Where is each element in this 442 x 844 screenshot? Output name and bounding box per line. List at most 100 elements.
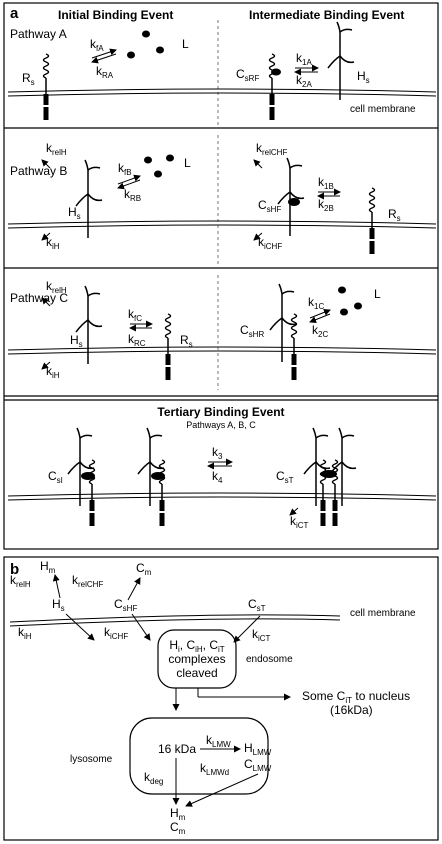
endosome-contents-line2: complexes [168,652,225,666]
clmw-label: CLMW [244,757,272,773]
k4-label: k4 [212,469,223,485]
ligand-l-label: L [374,287,381,301]
k1b-label: k1B [318,175,334,191]
krc-label: kRC [128,332,146,348]
panel-b-label: b [10,561,19,578]
initial-binding-header: Initial Binding Event [58,8,173,22]
hm-label: Hm [40,559,56,575]
cm-label: Cm [136,561,152,577]
proteoglycan-hs [327,21,355,101]
complex-csi [67,427,166,527]
kfc-label: kfC [128,307,142,323]
rate-arrows-c1 [129,320,153,332]
release-arrow [253,159,263,169]
csrf-label: CsRF [236,67,259,83]
endosome-contents-line3: cleaved [176,666,217,680]
panel-a-frame [3,2,439,550]
kih-label: kiH [46,364,60,380]
cst-label: CsT [248,597,266,613]
release-arrow [41,159,51,169]
krb-label: kRB [124,187,141,203]
klmwd-label: kLMWd [200,761,229,777]
cshf-label: CsHF [258,198,281,214]
endosome-label: endosome [246,654,293,665]
receptor-rs [42,53,50,121]
endosome-contents-line1: Hi, CiH, CiT [169,638,224,654]
hm-label: Hm [170,806,186,822]
rs-label: Rs [180,333,193,349]
ligand-l-label: L [182,37,189,51]
krelchf-label: krelCHF [72,573,103,589]
lysosome-box [129,717,269,795]
rate-arrows-b2 [317,188,341,200]
release-arrow [127,577,141,601]
nucleus-text-line2: (16kDa) [330,703,373,717]
complex-cshr [269,283,298,381]
membrane-pathway-c [7,346,437,355]
k2a-label: k2A [296,73,312,89]
ligand-dots-b [144,154,174,178]
rs-label: Rs [388,207,401,223]
kichf-label: kiCHF [104,625,128,641]
hs-label: Hs [52,597,65,613]
panel-a-label: a [10,5,19,22]
rate-arrows-c2 [309,308,331,324]
cell-membrane-label: cell membrane [350,608,416,619]
membrane-tertiary [7,492,437,501]
cshr-label: CsHR [240,323,264,339]
krelh-label: krelH [46,279,67,295]
kra-label: kRA [96,64,114,80]
hs-label: Hs [70,333,83,349]
nucleus-arrow [197,688,291,701]
kict-label: kiCT [252,627,271,643]
complex-csrf [268,53,281,121]
ligand-dots-a [127,30,164,59]
k1a-label: k1A [296,51,312,67]
k2b-label: k2B [318,197,334,213]
kdeg-label: kdeg [144,770,163,786]
krelh-label: krelH [46,141,67,157]
cst-label: CsT [276,469,294,485]
internalization-arrow [289,507,299,516]
internalization-arrow [41,361,51,370]
kfb-label: kfB [118,161,132,177]
kih-label: kiH [18,625,32,641]
csi-label: CsI [48,469,63,485]
pathway-a-title: Pathway A [10,27,67,41]
membrane-pathway-b [7,220,437,229]
panel-b-frame [3,556,439,841]
internalization-arrow [65,613,95,641]
tertiary-subtitle: Pathways A, B, C [186,420,256,430]
k2c-label: k2C [312,323,328,339]
hlmw-label: HLMW [244,741,272,757]
rs-label: Rs [22,71,35,87]
klmw-label: kLMW [206,733,231,749]
receptor-rs [368,187,376,255]
internalization-arrow [131,613,151,641]
nucleus-text-line1: Some CiT to nucleus [302,689,410,705]
krelchf-label: krelCHF [256,141,287,157]
kict-label: kiCT [290,514,309,530]
tertiary-title: Tertiary Binding Event [157,405,284,419]
intermediate-binding-header: Intermediate Binding Event [249,8,404,22]
complex-cshf [277,157,305,237]
internalization-arrow [41,232,51,241]
kichf-label: kiCHF [258,235,282,251]
hs-label: Hs [68,205,81,221]
cell-membrane-label: cell membrane [350,104,416,115]
rate-arrows-b1 [117,174,141,190]
membrane-pathway-a [7,88,437,97]
rate-arrows-tertiary [207,458,233,470]
internalization-arrow [253,232,263,241]
k3-label: k3 [212,445,223,461]
cshf-label: CsHF [114,597,137,613]
cm-label: Cm [170,820,186,836]
pathway-c-title: Pathway C [10,291,68,305]
k1c-label: k1C [308,295,324,311]
16kda-label: 16 kDa [158,742,196,756]
pathway-b-title: Pathway B [10,164,67,178]
complex-cst [303,427,357,527]
rate-arrows-a2 [294,64,319,76]
release-arrow [52,574,61,599]
